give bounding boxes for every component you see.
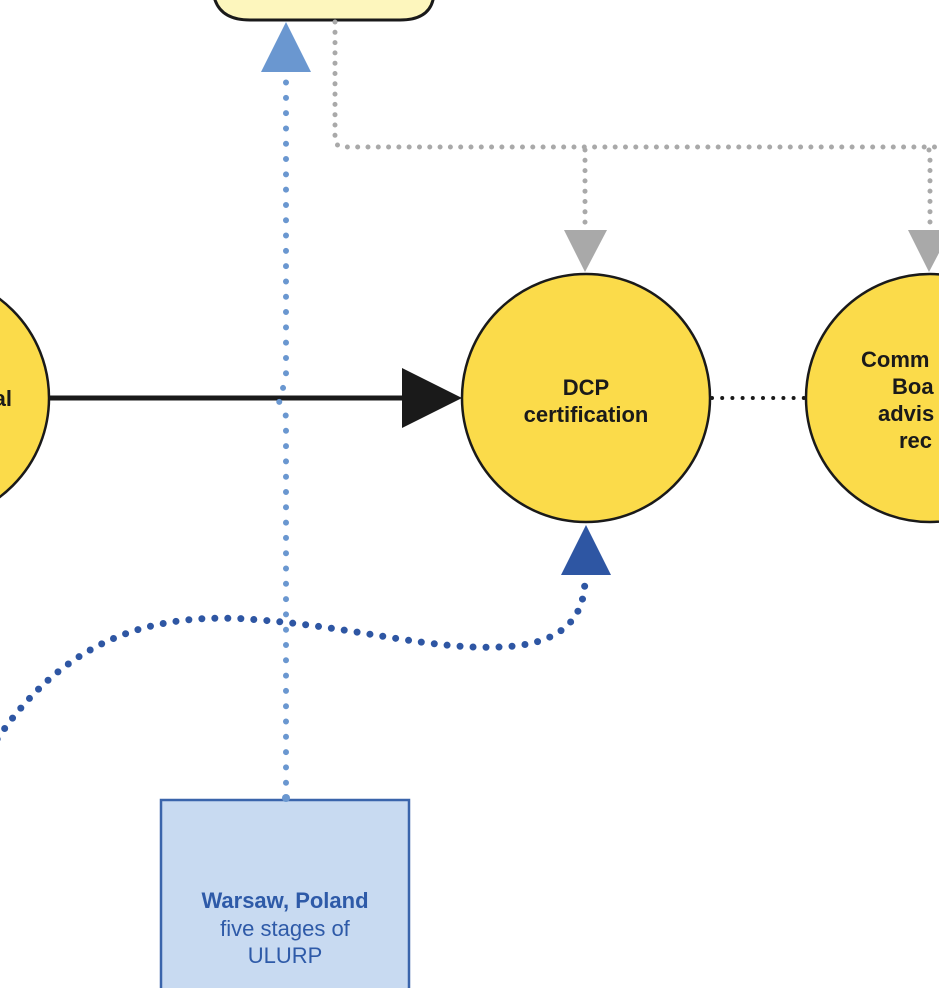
dcp-label-line-2: certification — [524, 402, 649, 427]
warsaw-box-line-2: ULURP — [248, 943, 323, 968]
left-circle-label: al — [0, 386, 12, 411]
dark-blue-arrowhead — [561, 525, 611, 575]
community-board-node[interactable] — [804, 272, 939, 524]
dark-blue-curve-connector — [0, 574, 589, 742]
gray-connector-trunk — [332, 19, 939, 150]
warsaw-box-line-1: five stages of — [220, 916, 351, 941]
gray-arrowhead-dcp — [564, 230, 607, 272]
light-blue-arrowhead — [261, 22, 311, 72]
left-circle-node[interactable] — [0, 274, 51, 522]
dcp-label-line-1: DCP — [563, 375, 609, 400]
light-blue-connector — [275, 72, 289, 801]
black-arrowhead — [402, 368, 462, 428]
right-circle-label-line-3: advis — [878, 401, 934, 426]
dcp-certification-node[interactable] — [460, 272, 712, 524]
right-circle-label-line-1: Comm — [861, 347, 929, 372]
gray-connector-to-right — [926, 147, 933, 235]
right-circle-label-line-2: Boa — [892, 374, 934, 399]
box-connector-dot — [282, 794, 290, 802]
warsaw-box-node[interactable] — [159, 798, 411, 988]
top-box[interactable] — [213, 0, 435, 22]
right-circle-label-line-4: rec — [899, 428, 932, 453]
gray-arrowhead-right — [908, 230, 939, 272]
warsaw-box-title: Warsaw, Poland — [201, 888, 368, 913]
